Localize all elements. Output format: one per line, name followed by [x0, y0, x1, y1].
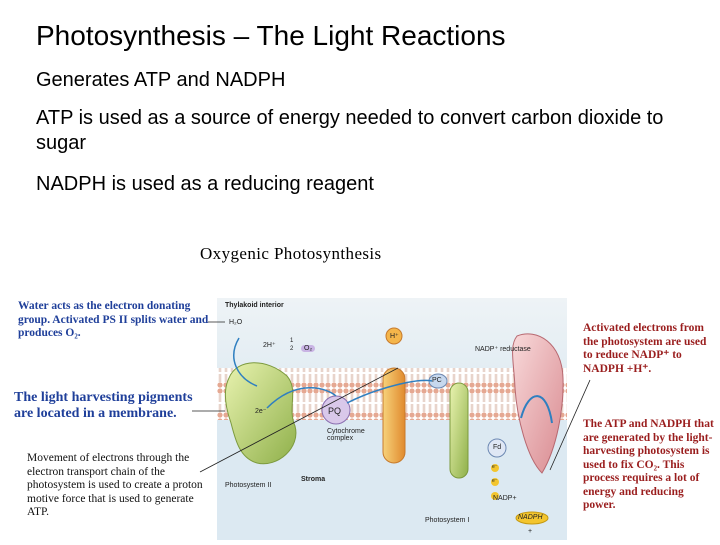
- pointer-nadp: [550, 380, 590, 470]
- pointer-transport: [200, 368, 398, 472]
